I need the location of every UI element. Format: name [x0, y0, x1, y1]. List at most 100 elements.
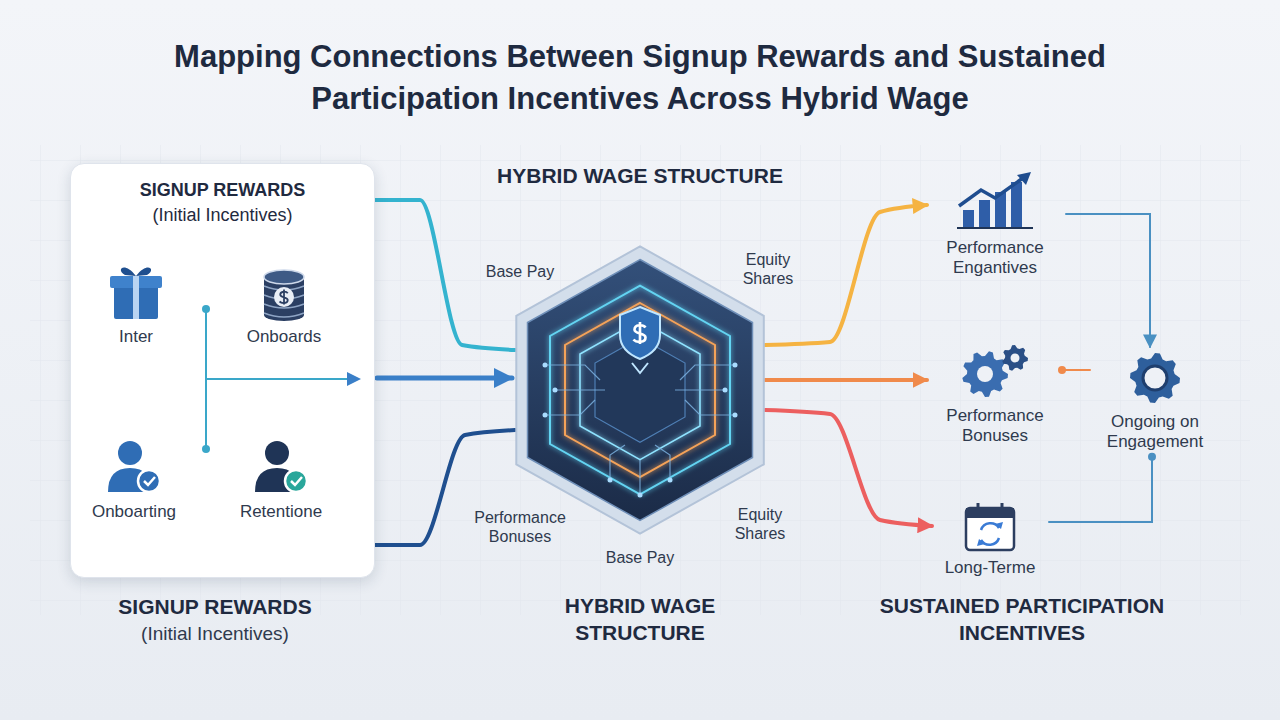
gear-ring [1143, 366, 1167, 390]
circuit-dot [733, 413, 738, 418]
gear-large [962, 351, 1008, 397]
part-label: Base Pay [606, 548, 674, 567]
check-mark [291, 477, 302, 485]
gear-hole [1011, 354, 1020, 363]
coin-top [264, 270, 304, 284]
node-label: Retentione [221, 502, 341, 522]
circuit-trace [639, 460, 640, 495]
gift-ribbon [133, 276, 139, 319]
circuit-trace [555, 389, 605, 390]
circuit-dot [638, 493, 643, 498]
icon-node: Performance Bonuses [930, 340, 1060, 447]
check-mark [144, 477, 155, 485]
circuit-dot [723, 388, 728, 393]
connector-dot [1058, 366, 1066, 374]
node-label: Ongoing on Engagement [1090, 412, 1220, 453]
gear [1130, 353, 1180, 403]
circuit-trace [610, 445, 625, 480]
circuit-dot [543, 413, 548, 418]
calendar-ring [977, 503, 980, 513]
circuit-dot [608, 478, 613, 483]
group-panel: SIGNUP REWARDS(Initial Incentives)InterO… [70, 163, 375, 578]
part-label: Equity Shares [724, 505, 796, 543]
cycle-head [977, 522, 1003, 546]
section-caption: HYBRID WAGE STRUCTURE [535, 592, 745, 647]
icon-gift [105, 259, 167, 321]
connector [1049, 457, 1152, 522]
gear-small [1002, 345, 1028, 371]
node-heading: (Initial Incentives) [71, 203, 374, 228]
icon-node: Onboarting [74, 434, 194, 522]
trend-head [1017, 172, 1031, 185]
panel-arrowhead [347, 372, 361, 386]
connector [1062, 369, 1090, 371]
icon-node: Performance Engantives [930, 170, 1060, 279]
node-label: Inter [76, 327, 196, 347]
section-caption: (Initial Incentives) [141, 622, 289, 647]
icon-chart [953, 170, 1037, 232]
calendar-ring [1001, 503, 1004, 513]
node-label: Onboards [224, 327, 344, 347]
connector [375, 430, 515, 545]
circuit-dot [543, 363, 548, 368]
connector [377, 376, 512, 381]
icon-node: Ongoing on Engagement [1090, 350, 1220, 453]
icon-gears [953, 340, 1037, 400]
connector [765, 410, 932, 526]
connector [1066, 214, 1150, 347]
hex-rim [516, 246, 764, 533]
node-heading: SIGNUP REWARDS [71, 178, 374, 203]
circuit-trace [675, 389, 725, 390]
connector-dot [1148, 453, 1156, 461]
icon-node: Onboards [224, 259, 344, 347]
chart-bar [1011, 182, 1022, 228]
dollar-symbol [280, 290, 288, 305]
dollar-symbol [633, 322, 645, 344]
icon-node: Long-Terme [935, 500, 1045, 578]
trend-line [959, 178, 1023, 206]
gift-bow [121, 267, 151, 276]
icon-coins [253, 259, 315, 321]
node-label: Performance Engantives [930, 238, 1060, 279]
hex-glow-ring [550, 286, 730, 495]
chart-bar [979, 200, 990, 228]
node-heading: HYBRID WAGE STRUCTURE [495, 163, 785, 189]
part-label: Base Pay [486, 262, 554, 281]
link-dot [202, 305, 210, 313]
hex-core [528, 260, 753, 521]
person-head [265, 441, 289, 465]
diagram-title: Mapping Connections Between Signup Rewar… [160, 36, 1120, 120]
calendar-body [966, 508, 1014, 550]
node-label: Performance Bonuses [930, 406, 1060, 447]
circuit-trace [545, 365, 600, 380]
part-label: Equity Shares [732, 250, 804, 288]
node-label: Long-Terme [935, 558, 1045, 578]
icon-calendar [962, 500, 1018, 552]
icon-person [250, 434, 312, 496]
person-head [118, 441, 142, 465]
shield-pointer [632, 363, 648, 373]
cycle-arrow [981, 523, 999, 545]
hexagon-hub: HYBRID WAGE STRUCTURE [515, 245, 765, 535]
section-caption: SIGNUP REWARDS [118, 593, 311, 620]
icon-gear [1125, 350, 1185, 406]
gear-hole [977, 366, 993, 382]
section-caption: SUSTAINED PARTICIPATION INCENTIVES [842, 592, 1202, 647]
check-badge [285, 470, 307, 492]
coin-bottom [264, 309, 304, 321]
circuit-trace [680, 365, 735, 380]
circuit-dot [668, 478, 673, 483]
coin-face [274, 287, 294, 307]
connector [765, 378, 927, 382]
circuit-trace [685, 400, 735, 415]
shield [620, 307, 660, 359]
calendar-top [966, 508, 1014, 518]
link-dot [202, 445, 210, 453]
check-badge [138, 470, 160, 492]
icon-person [103, 434, 165, 496]
coin-edge [264, 313, 304, 317]
circuit-trace [545, 400, 595, 415]
chart-axis [957, 227, 1033, 229]
